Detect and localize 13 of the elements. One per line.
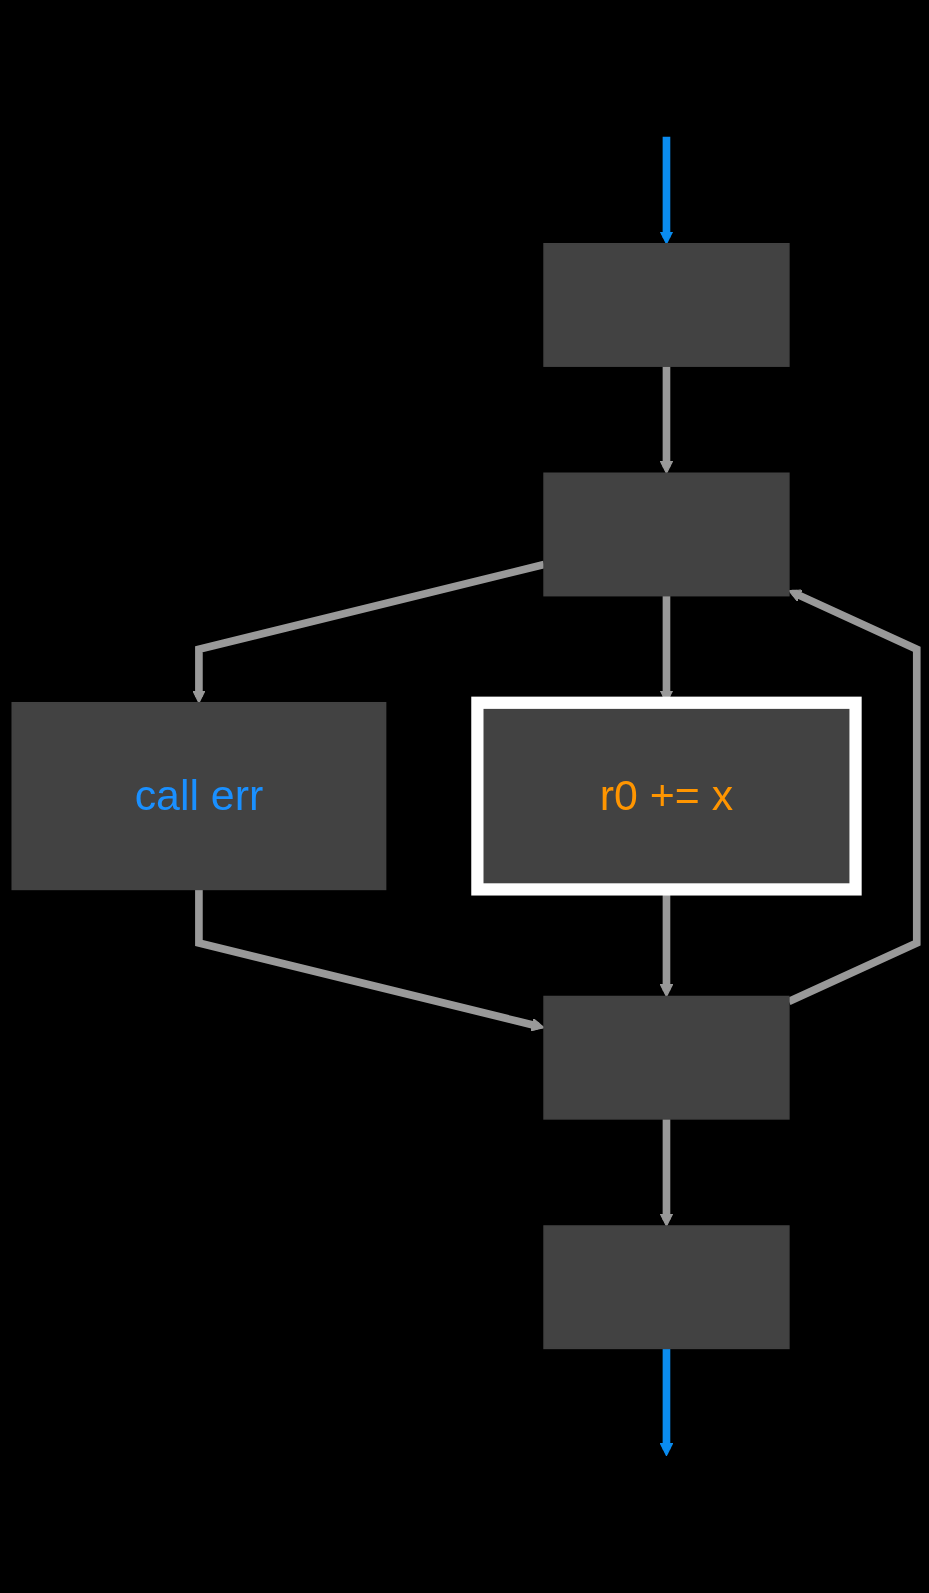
arrow (192, 561, 545, 704)
node-box (543, 996, 790, 1121)
arrow (787, 589, 921, 1006)
arrow (659, 1119, 674, 1228)
node-box: r0 += x (471, 697, 862, 896)
node-box (543, 1225, 790, 1350)
arrow (659, 366, 674, 475)
arrow (659, 137, 674, 245)
node-box (543, 472, 790, 597)
node-box (543, 243, 790, 368)
arrow (659, 1348, 674, 1457)
arrow (195, 889, 545, 1032)
node-box: call err (11, 702, 387, 891)
